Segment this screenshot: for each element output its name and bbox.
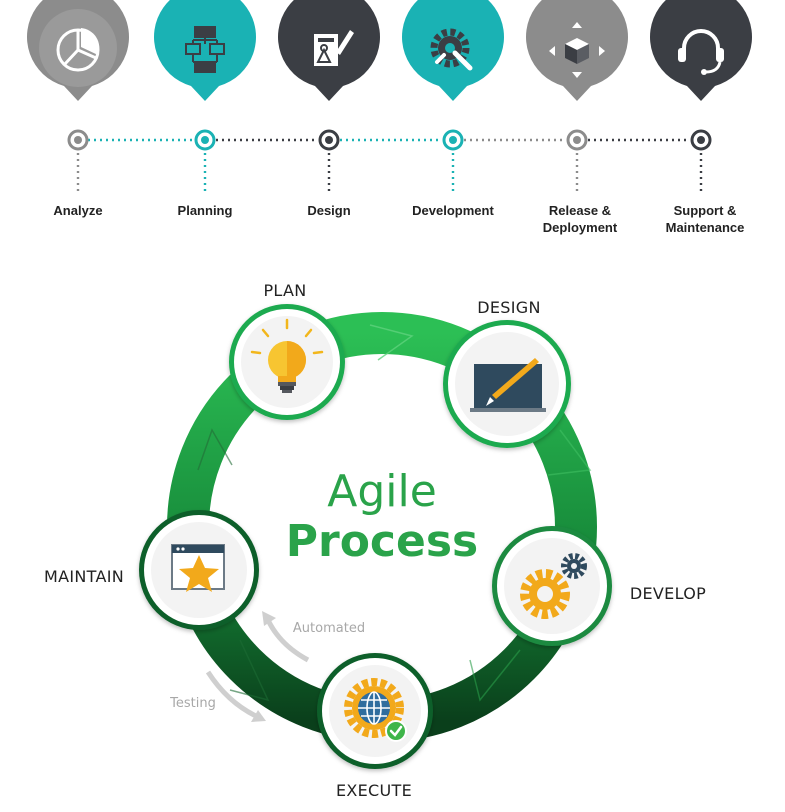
timeline-stage-release: Release & Deployment [526, 0, 628, 235]
stage-label: Development [412, 203, 494, 218]
testing-arrow: Testing [169, 670, 266, 722]
testing-label: Testing [169, 696, 216, 711]
stage-label-line2: Maintenance [666, 220, 745, 235]
cycle-title-line2: Process [286, 516, 478, 567]
gears-icon [520, 553, 587, 619]
stage-label: Release & [549, 203, 611, 218]
timeline-stage-planning: Planning [154, 0, 256, 218]
agile-cycle: Agile Process PLA [44, 281, 706, 800]
gear-wrench-icon [430, 28, 473, 71]
cycle-node-execute: EXECUTE [317, 653, 433, 800]
lightbulb-icon [250, 318, 324, 393]
timeline-stage-analyze: Analyze [27, 0, 129, 218]
automated-label: Automated [293, 621, 365, 636]
node-label-plan: PLAN [263, 281, 306, 300]
flowchart-icon [185, 26, 225, 73]
monitor-brush-icon [470, 358, 546, 412]
automated-arrow: Automated [262, 611, 365, 663]
timeline-stage-design: Design [278, 0, 380, 218]
cycle-title-line1: Agile [327, 466, 437, 517]
timeline-stage-support: Support & Maintenance [650, 0, 752, 235]
cycle-node-develop: DEVELOP [492, 526, 706, 646]
globe-gear-icon [344, 678, 407, 742]
cycle-node-maintain: MAINTAIN [44, 510, 259, 630]
box-arrows-icon [549, 22, 605, 78]
node-label-design: DESIGN [477, 298, 540, 317]
cycle-node-design: DESIGN [443, 298, 571, 448]
headset-icon [678, 29, 724, 75]
timeline: Analyze Planning [27, 0, 752, 235]
stage-label: Design [307, 203, 350, 218]
timeline-stage-development: Development [402, 0, 504, 218]
node-label-maintain: MAINTAIN [44, 567, 124, 586]
stage-label: Support & [674, 203, 737, 218]
map-pin [650, 0, 752, 101]
design-sketch-icon [314, 30, 354, 66]
stage-label-line2: Deployment [543, 220, 618, 235]
browser-star-icon [171, 544, 225, 592]
stage-label: Planning [178, 203, 233, 218]
node-label-execute: EXECUTE [336, 781, 412, 800]
stage-label: Analyze [53, 203, 102, 218]
map-pin [154, 0, 256, 101]
pie-chart-icon [56, 28, 100, 72]
node-label-develop: DEVELOP [630, 584, 706, 603]
cycle-node-plan: PLAN [229, 281, 345, 420]
